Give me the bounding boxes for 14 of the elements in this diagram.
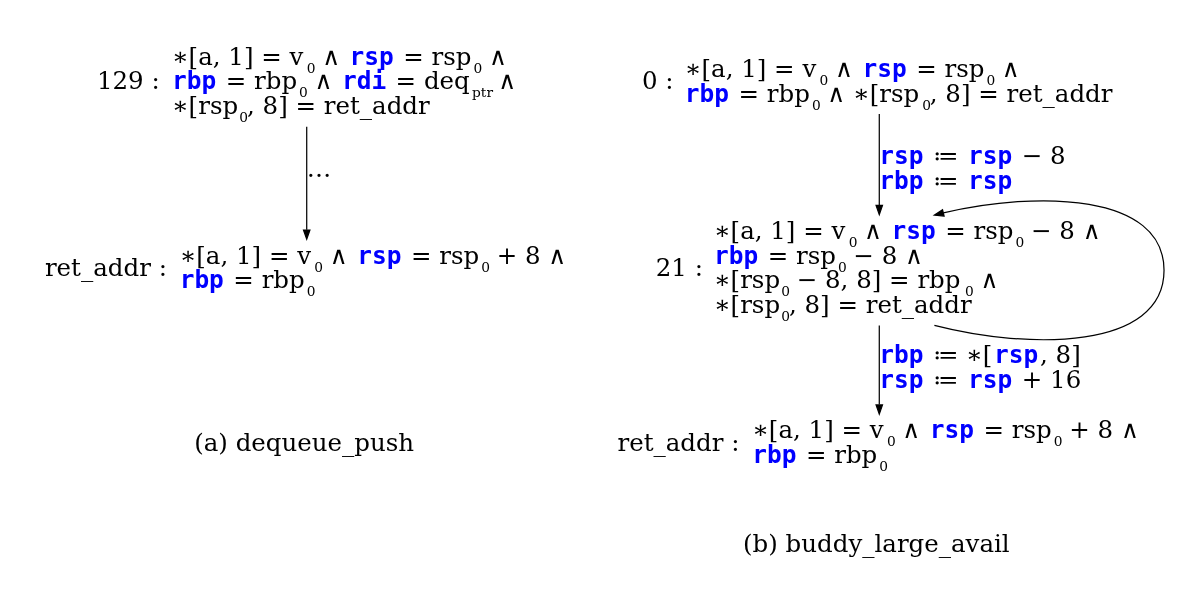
edge-label: rsp ≔ rsp − 8 rbp ≔ rsp bbox=[879, 140, 1066, 195]
arrow bbox=[302, 125, 311, 241]
label: (b) buddy_large_avail bbox=[743, 528, 1010, 558]
edge-label: rbp ≔ ∗[rsp, 8] rsp ≔ rsp + 16 bbox=[879, 339, 1082, 394]
node-text: 21 : ∗[a, 1] = v$_{0}$ ∧ rsp = rsp$_{0}$ − 8 ∧ rbp = rsp$_{0}$ − 8 ∧ ∗[rsp$_{0}$ − 8, 8] = rbp$_{0}$ ∧ ∗[rsp$_{0}$, 8] = ret_addr bbox=[655, 215, 1101, 324]
node-text: 0 : ∗[a, 1] = v$_{0}$ ∧ rsp = rsp$_{0}$ ∧ rbp = rbp$_{0}$ ∧ ∗[rsp$_{0}$, 8] = ret_addr bbox=[641, 53, 1113, 113]
arrow bbox=[932, 199, 1165, 340]
arrow bbox=[875, 113, 884, 216]
arrow bbox=[875, 324, 884, 416]
label: (a) dequeue_push bbox=[194, 427, 415, 457]
node-text: 129 : ∗[a, 1] = v$_{0}$ ∧ rsp = rsp$_{0}$ ∧ rbp = rbp$_{0}$ ∧ rdi = deq$_{ptr}$ ∧ ∗[rsp$_{0}$, 8] = ret_addr bbox=[96, 41, 517, 125]
node-text: ret_addr : ∗[a, 1] = v$_{0}$ ∧ rsp = rsp$_{0}$ + 8 ∧ rbp = rbp$_{0}$ bbox=[617, 414, 1139, 474]
node-text: ret_addr : ∗[a, 1] = v$_{0}$ ∧ rsp = rsp$_{0}$ + 8 ∧ rbp = rbp$_{0}$ bbox=[44, 240, 567, 299]
edge-label: … bbox=[306, 153, 332, 183]
